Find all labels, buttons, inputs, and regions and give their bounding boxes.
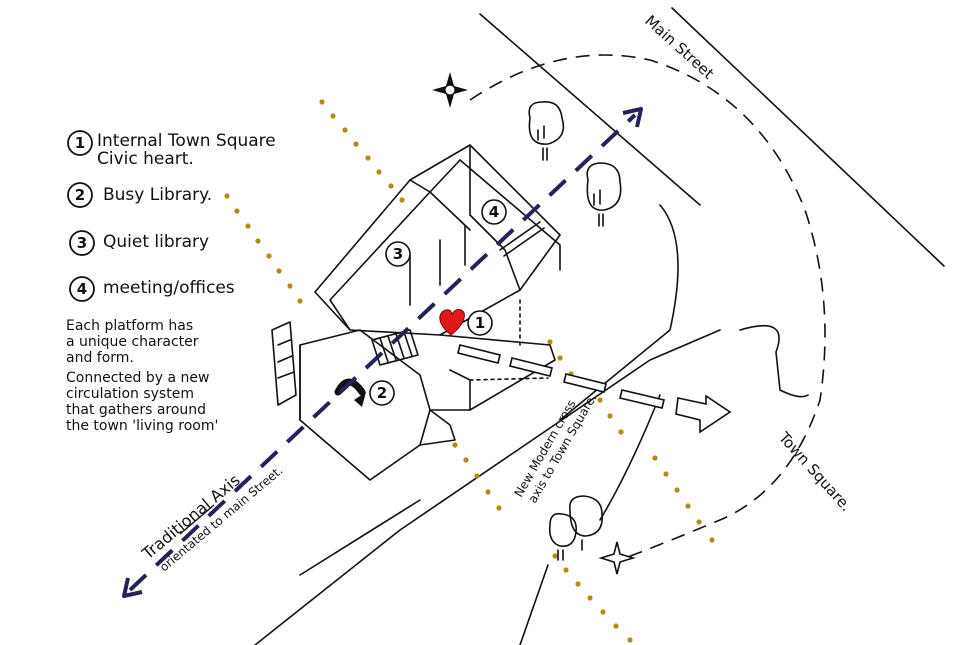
legend-item-1-line-1: Internal Town Square — [97, 131, 276, 151]
traditional-axis-line — [122, 107, 643, 598]
legend-item-4: 4 meeting/offices — [69, 276, 235, 302]
marker-4: 4 — [481, 199, 507, 225]
building-massing — [271, 144, 561, 481]
dotted-line-north — [319, 99, 405, 203]
dotted-line-south-east — [547, 339, 715, 543]
legend-item-3: 3 Quiet library — [69, 230, 209, 256]
town-square-boundary — [469, 54, 826, 561]
tree-icon — [586, 162, 622, 227]
svg-text:a unique character: a unique character — [66, 334, 199, 350]
circulation-arrow-icon — [334, 378, 366, 407]
dotted-line-south — [452, 442, 633, 643]
svg-text:2: 2 — [377, 384, 387, 402]
svg-text:and form.: and form. — [66, 350, 134, 366]
modern-axis-label: New Modern cross axis to Town Square. — [511, 391, 599, 505]
svg-text:that gathers around: that gathers around — [66, 402, 206, 418]
platform-4-annotation — [499, 221, 545, 257]
heart-icon — [439, 309, 465, 336]
dotted-line-west — [224, 193, 303, 304]
svg-text:2: 2 — [75, 186, 85, 204]
legend-item-2: 2 Busy Library. — [67, 182, 212, 208]
axis-arrow-ne-icon — [622, 107, 643, 128]
svg-text:Each platform has: Each platform has — [66, 318, 193, 334]
svg-text:circulation system: circulation system — [66, 386, 194, 402]
tree-icon — [528, 101, 565, 161]
main-street-lines — [254, 7, 945, 645]
svg-text:4: 4 — [489, 203, 499, 221]
legend-item-1-line-2: Civic heart. — [97, 149, 194, 169]
platform-note: Each platform has a unique character and… — [66, 318, 199, 366]
axis-arrow-sw-icon — [122, 577, 143, 598]
svg-text:1: 1 — [475, 314, 485, 332]
town-square-label: Town Square. — [774, 428, 855, 515]
svg-text:the town 'living room': the town 'living room' — [66, 418, 218, 434]
star-icon — [432, 72, 468, 108]
svg-text:1: 1 — [75, 134, 85, 152]
legend-item-1: 1 Internal Town Square Civic heart. — [67, 130, 276, 169]
tree-icon — [548, 495, 603, 561]
svg-text:Connected by a new: Connected by a new — [66, 370, 209, 386]
svg-text:4: 4 — [77, 280, 87, 298]
marker-2: 2 — [369, 380, 395, 406]
legend-item-3-label: Quiet library — [103, 232, 209, 252]
traditional-axis-label: Traditional Axis orientated to main Stre… — [138, 463, 286, 574]
main-street-label: Main Street — [641, 12, 717, 83]
modern-axis-line — [457, 344, 732, 434]
marker-3: 3 — [385, 241, 411, 267]
marker-1: 1 — [467, 310, 493, 336]
legend-item-2-label: Busy Library. — [103, 185, 212, 205]
star-icon — [598, 541, 636, 575]
legend-item-4-label: meeting/offices — [103, 278, 235, 298]
svg-text:3: 3 — [393, 245, 403, 263]
legend: 1 Internal Town Square Civic heart. 2 Bu… — [67, 130, 276, 302]
svg-text:3: 3 — [77, 234, 87, 252]
circulation-note: Connected by a new circulation system th… — [66, 370, 218, 434]
